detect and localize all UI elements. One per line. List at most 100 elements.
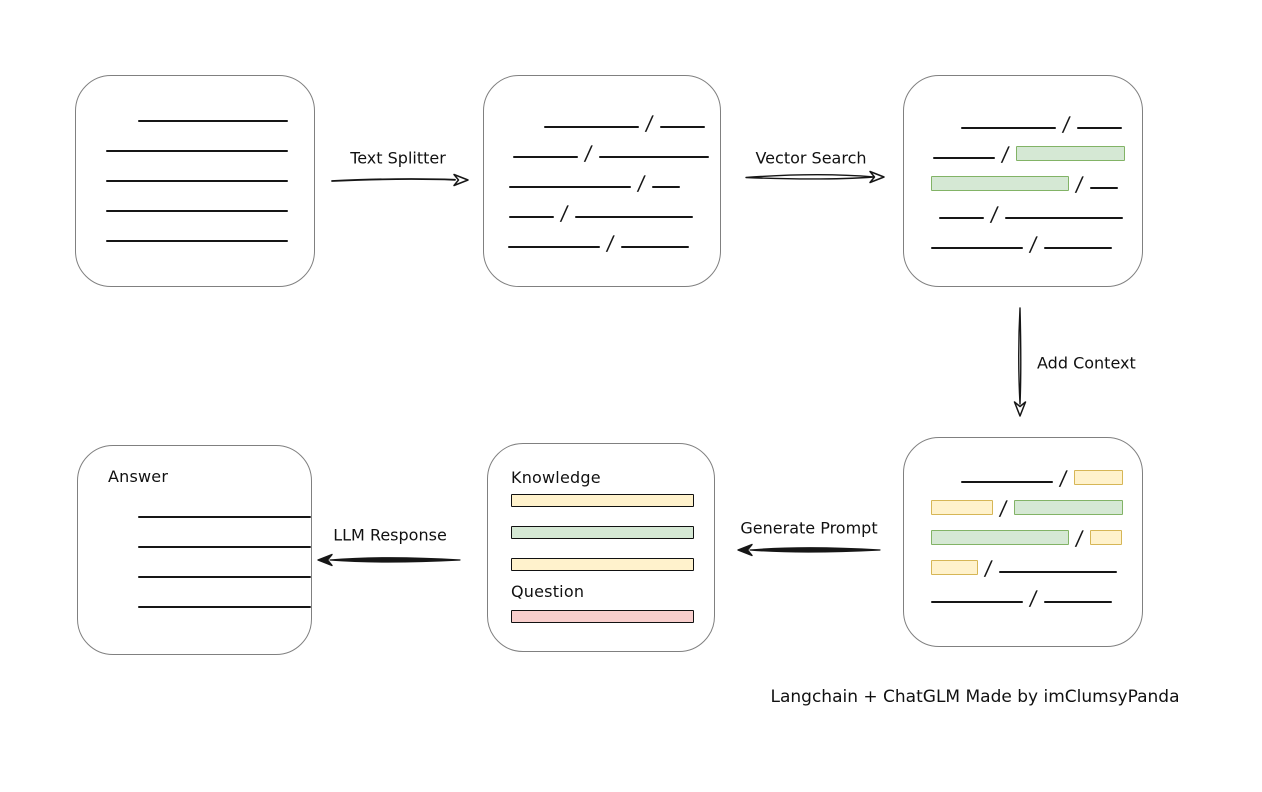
text-line (651, 186, 680, 188)
question-bars (511, 610, 714, 623)
separator-slash: / (1058, 466, 1069, 490)
llm-response-arrow (316, 550, 462, 570)
text-line (138, 516, 311, 518)
text-row: / (919, 192, 1142, 226)
text-line (931, 247, 1023, 249)
arrow-shaft (329, 557, 461, 563)
text-line (1043, 247, 1112, 249)
text-line (509, 186, 631, 188)
yellow-chunk (931, 560, 978, 575)
question-label: Question (511, 582, 585, 601)
arrowhead-icon (453, 173, 469, 187)
llm-response-label: LLM Response (333, 525, 447, 545)
text-line (1004, 217, 1123, 219)
text-line (513, 156, 578, 158)
red-bar (511, 610, 694, 623)
text-row: / (499, 161, 720, 195)
text-row: / (919, 516, 1142, 550)
text-row: / (499, 131, 720, 165)
text-line (598, 156, 709, 158)
green-bar (511, 526, 694, 539)
arrowhead-icon (737, 543, 753, 557)
separator-slash: / (983, 556, 994, 580)
green-chunk (931, 176, 1069, 191)
arrow-shaft (331, 178, 456, 182)
text-line (106, 240, 288, 242)
split-chunks-node: / / / / / (483, 75, 721, 287)
prompt-node: Knowledge Question (487, 443, 715, 652)
text-row: / (919, 486, 1142, 520)
text-row (106, 95, 314, 125)
text-line (544, 126, 639, 128)
text-row (106, 185, 314, 215)
vector-search-label: Vector Search (755, 148, 867, 168)
document-lines (76, 76, 314, 245)
text-line (508, 246, 600, 248)
text-line (1089, 187, 1118, 189)
text-row: / (919, 222, 1142, 256)
separator-slash: / (1061, 112, 1072, 136)
add-context-label: Add Context (1037, 353, 1136, 373)
answer-label: Answer (108, 467, 169, 486)
text-row: / (919, 162, 1142, 196)
context-result-node: / / / / / (903, 437, 1143, 647)
text-row: / (499, 221, 720, 255)
text-line (106, 150, 288, 152)
arrow-shaft (749, 547, 881, 553)
arrowhead-icon (869, 170, 885, 184)
text-line (961, 481, 1053, 483)
text-line (933, 157, 995, 159)
document-node (75, 75, 315, 287)
separator-slash: / (559, 201, 570, 225)
text-line (574, 216, 693, 218)
yellow-bar (511, 558, 694, 571)
arrowhead-icon (317, 553, 333, 567)
text-line (138, 606, 311, 608)
separator-slash: / (583, 141, 594, 165)
text-row: / (919, 576, 1142, 610)
text-splitter-label: Text Splitter (350, 148, 446, 168)
yellow-chunk (1073, 470, 1123, 485)
search-result-lines: / / / / / (904, 76, 1142, 256)
add-context-arrow (1010, 306, 1030, 418)
green-chunk (1013, 500, 1123, 515)
separator-slash: / (998, 496, 1009, 520)
text-line (961, 127, 1056, 129)
text-line (620, 246, 689, 248)
text-line (106, 210, 288, 212)
knowledge-bars (511, 494, 714, 571)
text-line (939, 217, 984, 219)
arrow-shaft (745, 174, 875, 180)
separator-slash: / (1028, 586, 1039, 610)
text-line (509, 216, 554, 218)
text-line (138, 120, 288, 122)
text-line (1076, 127, 1122, 129)
text-row: / (919, 456, 1142, 490)
text-line (1043, 601, 1112, 603)
text-row (138, 581, 311, 611)
text-row: / (499, 191, 720, 225)
separator-slash: / (1000, 142, 1011, 166)
separator-slash: / (605, 231, 616, 255)
text-line (659, 126, 705, 128)
text-line (138, 546, 311, 548)
generate-prompt-label: Generate Prompt (740, 518, 878, 538)
text-row (106, 215, 314, 245)
search-result-node: / / / / / (903, 75, 1143, 287)
separator-slash: / (1074, 172, 1085, 196)
separator-slash: / (644, 111, 655, 135)
diagram-caption: Langchain + ChatGLM Made by imClumsyPand… (770, 687, 1180, 707)
text-row: / (919, 546, 1142, 580)
separator-slash: / (1074, 526, 1085, 550)
split-chunks-lines: / / / / / (484, 76, 720, 255)
answer-node: Answer (77, 445, 312, 655)
separator-slash: / (636, 171, 647, 195)
arrow-shaft (1017, 307, 1022, 405)
separator-slash: / (989, 202, 1000, 226)
green-chunk (1015, 146, 1125, 161)
knowledge-label: Knowledge (511, 468, 601, 487)
text-line (998, 571, 1117, 573)
text-row: / (919, 132, 1142, 166)
separator-slash: / (1028, 232, 1039, 256)
